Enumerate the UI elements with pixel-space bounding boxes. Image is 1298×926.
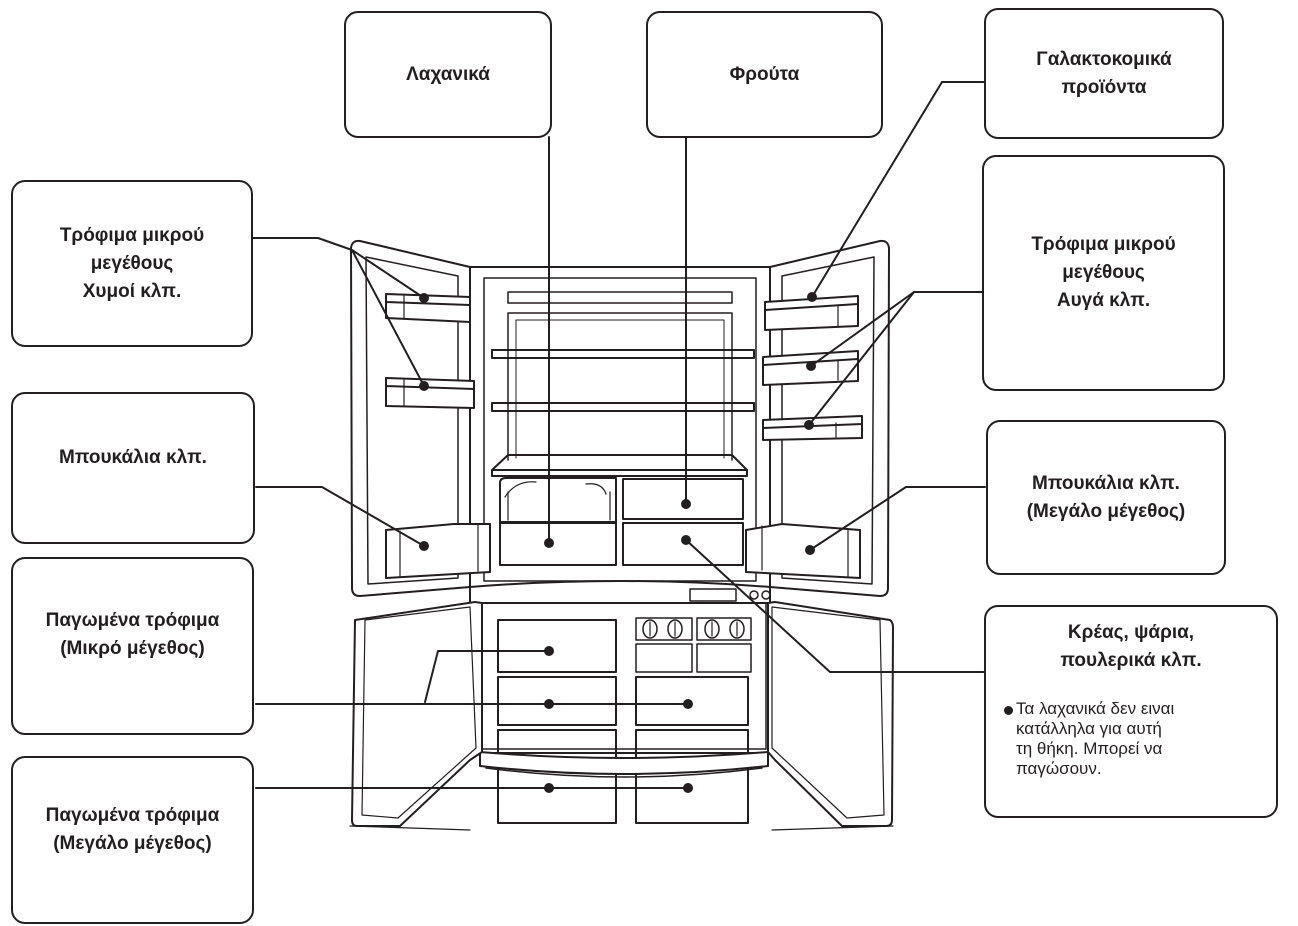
label-dairy-line2: προϊόντα <box>1061 76 1147 98</box>
freezer-section <box>479 602 769 824</box>
meat-note-line4: παγώσουν. <box>1016 759 1102 778</box>
meat-note-line3: τη θήκη. Μπορεί να <box>1016 739 1163 758</box>
label-meat: Κρέας, ψάρια, πουλερικά κλπ. <box>984 605 1278 818</box>
freezer-tray-small <box>497 619 617 673</box>
label-bottles-right: Μπουκάλια κλπ. (Μεγάλο μέγεθος) <box>986 420 1226 575</box>
crisper-upper-left <box>499 477 617 523</box>
leader-dots <box>419 292 817 793</box>
label-vegetables: Λαχανικά <box>344 11 552 138</box>
freezer-drawer-mid-right <box>635 676 749 726</box>
leader-lines <box>251 81 986 789</box>
label-fruits: Φρούτα <box>646 11 883 138</box>
label-meat-line1: Κρέας, ψάρια, <box>1067 622 1195 643</box>
label-frozen-small-line1: Παγωμένα τρόφιμα <box>45 610 220 631</box>
meat-note-line1: Τα λαχανικά δεν ειναι <box>1016 699 1175 718</box>
label-dairy-line1: Γαλακτοκομικά <box>1036 48 1172 70</box>
right-fridge-door <box>403 239 890 597</box>
label-small-food-right-line2: μεγέθους <box>1062 262 1145 283</box>
label-small-food-left: Τρόφιμα μικρού μεγέθους Χυμοί κλπ. <box>11 180 253 347</box>
bullet-icon <box>1004 706 1013 715</box>
label-small-food-left-line2: μεγέθους <box>90 252 174 274</box>
door-bin-lower-left <box>385 523 491 579</box>
label-dairy: Γαλακτοκομικά προϊόντα <box>984 8 1224 139</box>
label-bottles-right-line1: Μπουκάλια κλπ. <box>1032 472 1180 494</box>
door-bin-upper-left <box>385 293 471 323</box>
label-small-food-right-line3: Αυγά κλπ. <box>1056 290 1151 311</box>
label-frozen-large-line2: (Μεγάλο μέγεθος) <box>53 833 212 854</box>
label-small-food-left-line3: Χυμοί κλπ. <box>82 280 182 302</box>
label-meat-line2: πουλερικά κλπ. <box>1060 650 1202 671</box>
shelf-middle <box>491 402 755 412</box>
label-small-food-left-line1: Τρόφιμα μικρού <box>59 224 205 246</box>
door-bin-middle-left <box>385 377 475 409</box>
label-frozen-large-line1: Παγωμένα τρόφιμα <box>45 805 220 826</box>
label-bottles-left: Μπουκάλια κλπ. <box>11 392 255 544</box>
crisper-vegetables <box>499 522 617 566</box>
freezer-drawer-mid-left <box>497 676 617 726</box>
label-fruits-text: Φρούτα <box>729 63 800 85</box>
door-bin-bottom-right <box>745 523 861 579</box>
label-bottles-right-line2: (Μεγάλο μέγεθος) <box>1026 500 1186 522</box>
fridge-cabinet <box>469 266 771 604</box>
label-small-food-right-line1: Τρόφιμα μικρού <box>1031 234 1176 255</box>
meat-note: Τα λαχανικά δεν ειναι κατάλληλα για αυτή… <box>1004 699 1266 779</box>
label-small-food-right: Τρόφιμα μικρού μεγέθους Αυγά κλπ. <box>982 155 1225 391</box>
label-frozen-small-line2: (Μικρό μέγεθος) <box>60 638 205 659</box>
shelf-lower <box>491 454 748 471</box>
freezer-doors <box>349 601 894 831</box>
freezer-handle <box>479 751 769 775</box>
label-frozen-large: Παγωμένα τρόφιμα (Μεγάλο μέγεθος) <box>11 756 254 924</box>
label-bottles-left-text: Μπουκάλια κλπ. <box>59 447 207 468</box>
crisper-fruits <box>622 478 744 520</box>
shelf-upper <box>491 349 755 359</box>
label-frozen-small: Παγωμένα τρόφιμα (Μικρό μέγεθος) <box>11 557 254 735</box>
control-panel <box>689 588 737 602</box>
label-vegetables-text: Λαχανικά <box>406 63 490 85</box>
crisper-meat <box>622 522 744 566</box>
meat-note-line2: κατάλληλα για αυτή <box>1016 719 1162 738</box>
door-bin-upper-right <box>764 295 859 331</box>
left-fridge-door <box>350 239 491 597</box>
